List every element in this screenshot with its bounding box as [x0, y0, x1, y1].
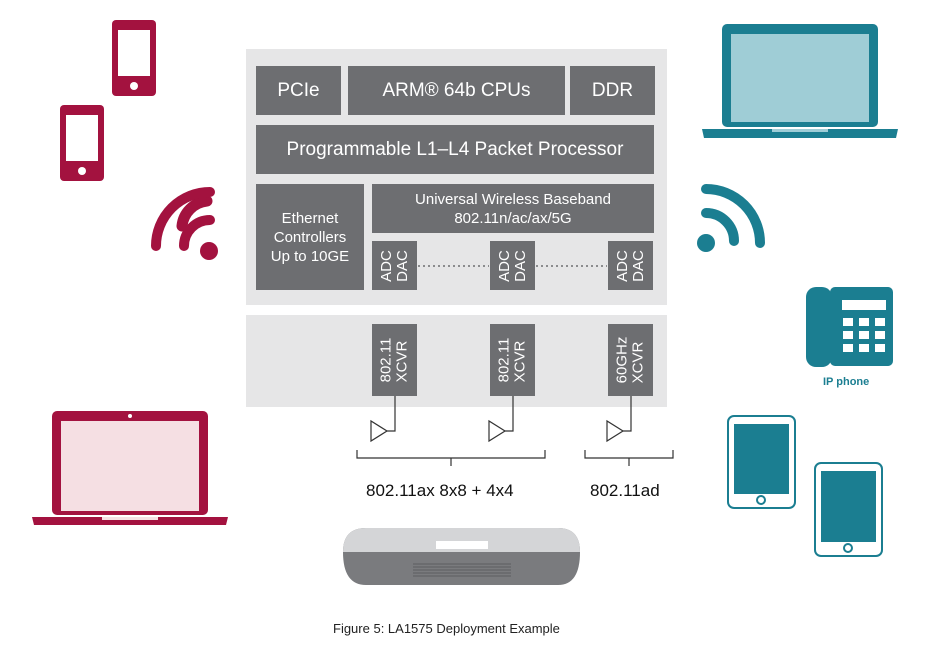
packet-processor-block: Programmable L1–L4 Packet Processor — [256, 125, 654, 174]
ethernet-line: Ethernet — [281, 209, 339, 227]
ddr-block: DDR — [570, 66, 655, 115]
access-point-icon — [343, 528, 580, 585]
wifi-signal-icon — [179, 215, 215, 251]
laptop-icon — [702, 24, 898, 138]
baseband-line: Universal Wireless Baseband — [415, 190, 611, 208]
ethernet-line: Controllers — [273, 228, 347, 246]
ethernet-block: Ethernet Controllers Up to 10GE — [256, 184, 364, 290]
wifi-signal-icon — [200, 242, 218, 260]
baseband-block: Universal Wireless Baseband 802.11n/ac/a… — [372, 184, 654, 233]
rf-panel — [246, 315, 667, 407]
ip-phone-label: IP phone — [823, 376, 870, 388]
tablet-icon — [814, 462, 883, 557]
wifi-signal-icon — [701, 208, 739, 246]
tablet-icon — [727, 415, 796, 509]
baseband-line: 802.11n/ac/ax/5G — [454, 209, 572, 227]
wifi-signal-icon — [176, 195, 213, 232]
antenna-icon — [606, 396, 632, 443]
band-label-ad: 802.11ad — [590, 481, 660, 500]
cpu-label: ARM® 64b CPUs — [382, 79, 531, 101]
packet-processor-label: Programmable L1–L4 Packet Processor — [286, 138, 624, 160]
wifi-signal-icon — [701, 184, 765, 248]
cpu-block: ARM® 64b CPUs — [348, 66, 565, 115]
ddr-label: DDR — [591, 79, 634, 101]
wifi-signal-icon — [697, 234, 715, 252]
smartphone-icon — [112, 20, 156, 96]
antenna-icon — [370, 396, 396, 443]
bracket-right — [584, 450, 674, 466]
smartphone-icon — [60, 105, 104, 181]
band-label-ax: 802.11ax 8x8 + 4x4 — [366, 481, 514, 500]
pcie-label: PCIe — [277, 79, 320, 101]
antenna-icon — [488, 396, 514, 443]
ip-phone-icon — [806, 287, 893, 367]
bracket-left — [356, 450, 546, 466]
laptop-icon — [32, 411, 228, 525]
ethernet-line: Up to 10GE — [270, 247, 350, 265]
figure-caption: Figure 5: LA1575 Deployment Example — [333, 621, 560, 636]
wifi-signal-icon — [151, 187, 215, 251]
pcie-block: PCIe — [256, 66, 341, 115]
